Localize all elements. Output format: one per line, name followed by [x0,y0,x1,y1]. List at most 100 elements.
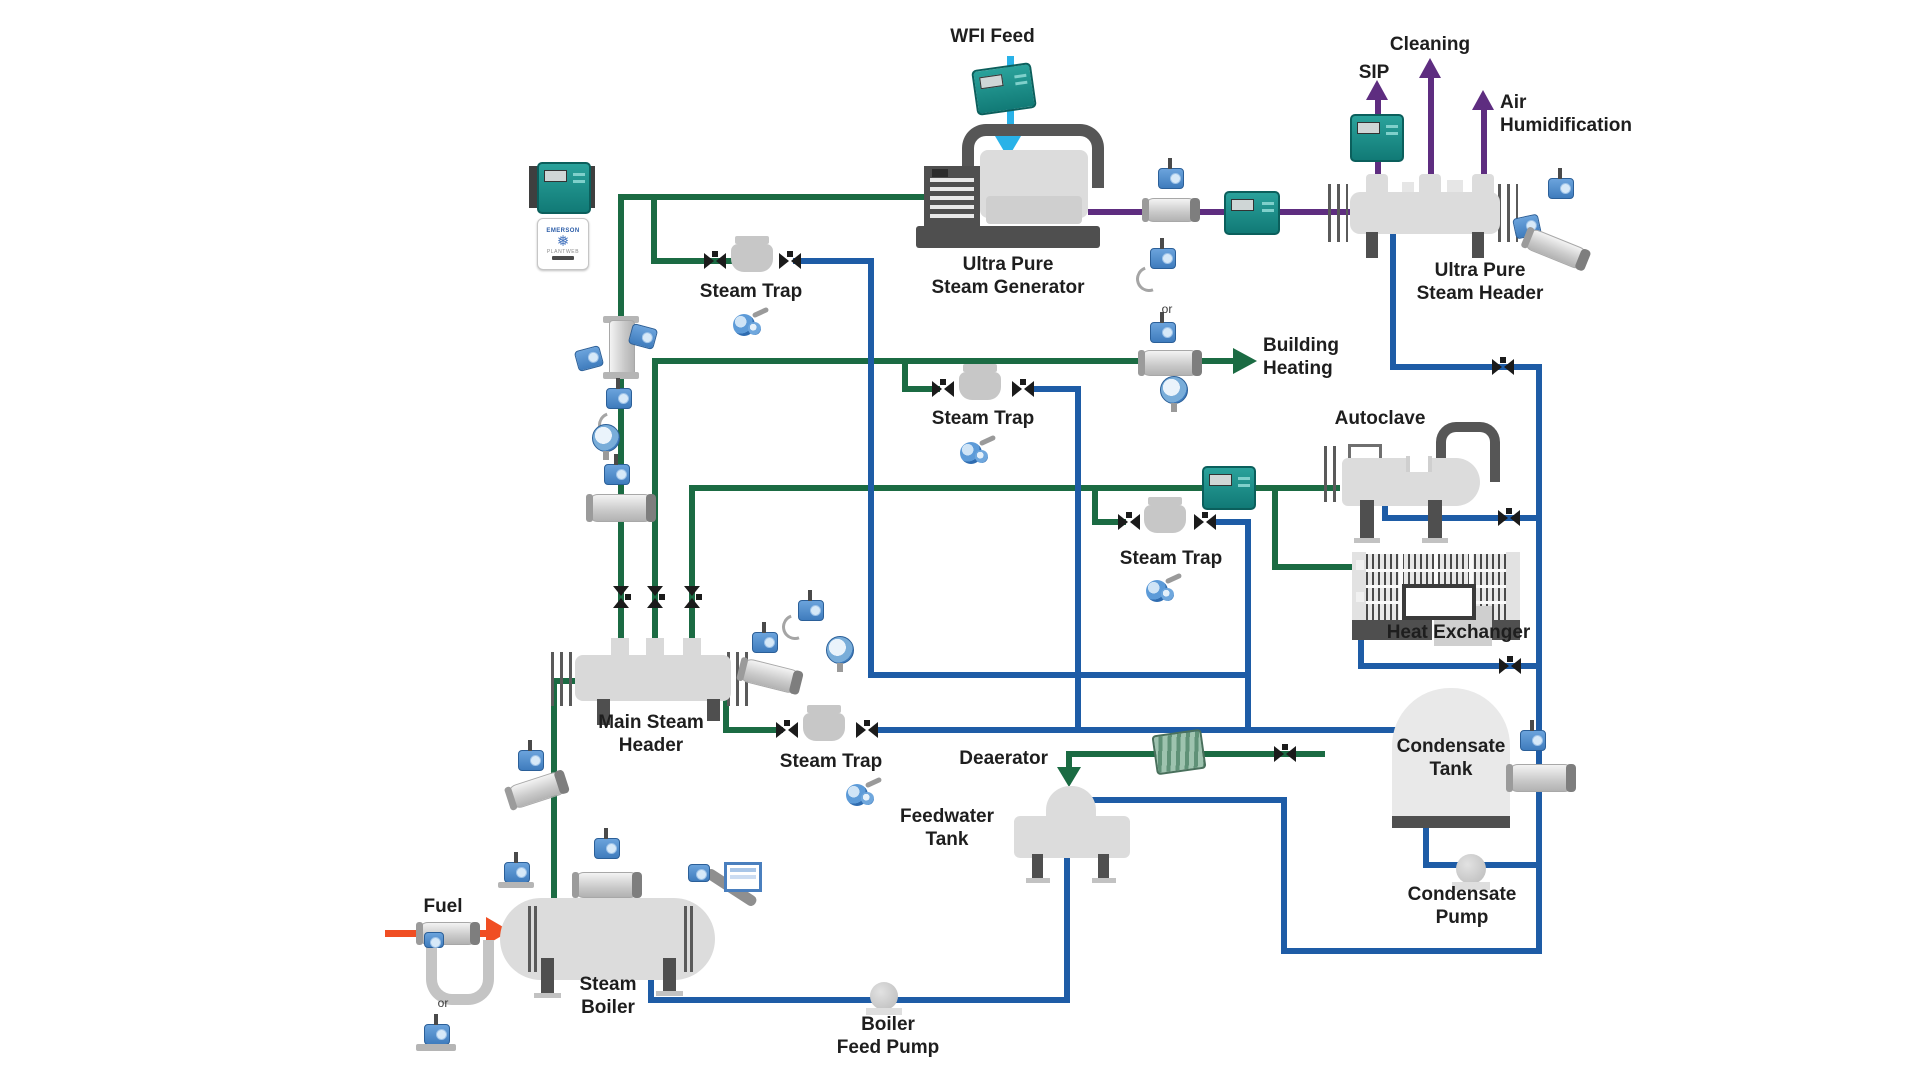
mainheader-nozzle [683,638,701,658]
level-transmitter-icon [424,1014,450,1045]
condensate-main-right-riser [1536,364,1542,954]
feedwater-foot [1092,878,1116,883]
steam-trap-label: Steam Trap [1119,548,1223,569]
transmitter-icon [573,344,605,373]
hx-port [1356,560,1364,570]
building-heating-flow-meter-pipe [1138,350,1202,376]
valve-icon [1498,508,1520,526]
boiler-leg [663,958,676,994]
boiler-body [500,898,715,980]
condensate-pipe-to-feedwater [1088,797,1285,803]
steam-trap-icon [1142,497,1188,539]
condensate-pipe-collect [876,727,1398,733]
steam-branch-hx [1272,485,1278,570]
steam-pipe-autoclave-feed [689,485,1340,491]
flow-transmitter-icon [594,828,620,859]
upheader-body [1350,192,1500,234]
transmitter-base [416,1044,456,1051]
ultrapure-pipe-sip-upper [1375,98,1381,120]
feedwater-foot [1026,878,1050,883]
hx-post-right [1506,552,1520,626]
steam-pipe-hx-feed [1272,564,1364,570]
or-label: or [1161,302,1173,316]
transmitter-controller-icon [1224,191,1280,235]
wireless-transmitter-icon [752,622,778,653]
deaerator-label: Deaerator [959,748,1048,769]
sip-arrow [1366,80,1388,100]
mainheader-body [575,655,731,701]
wireless-acoustic-monitor-icon [733,308,769,338]
upheader-leg [1366,232,1378,258]
wireless-acoustic-monitor-icon [846,778,882,808]
flow-meter-pipe [505,769,569,811]
ultra-pure-steam-header-label: Ultra Pure Steam Header [1416,260,1544,304]
probe-transmitter-icon [688,864,710,882]
condensate-pipe-autoclave-out [1382,515,1538,521]
air-humidification-label: Air Humidification [1500,92,1632,136]
mainheader-leg [707,699,720,721]
steam-trap-label: Steam Trap [779,751,883,772]
valve-icon [1194,512,1216,530]
boiler-seam [534,906,537,972]
steam-branch-trap4 [723,695,729,731]
wireless-acoustic-monitor-icon [960,436,996,466]
upheader-hatch-left [1328,184,1348,242]
feedwater-pipe-outlet [1064,851,1070,1003]
generator-base [916,226,1100,248]
feedwater-pipe-to-boiler [648,997,1070,1003]
wireless-transmitter-icon [798,590,824,621]
condensate-pipe-upheader-across [1390,364,1542,370]
coriolis-meter-icon [426,940,494,1005]
ultrapure-pipe-generator-out [1088,209,1355,215]
air-humidification-arrow [1472,90,1494,110]
condensate-riser-trap2 [1075,386,1081,733]
autoclave-hatch [1324,446,1342,502]
flange-bar [603,316,639,323]
condensate-riser-trap1 [868,258,874,678]
upheader-stub-2 [1447,180,1463,193]
condensate-tank-base [1392,816,1510,828]
round-transmitter-icon [826,636,854,672]
building-heating-label: Building Heating [1263,335,1339,379]
boiler-foot [534,993,561,998]
round-transmitter-icon [592,424,620,460]
cleaning-label: Cleaning [1389,34,1471,55]
condensate-pipe-upheader-drop [1390,230,1396,370]
feedwater-tank-body [1014,816,1130,858]
cleaning-arrow [1419,58,1441,78]
autoclave-handle-pipe [1436,422,1500,482]
emerson-brand-text: EMERSON [546,227,580,234]
steam-pipe-trap1-feed [651,258,733,264]
steam-trap-icon [801,705,847,747]
main-steam-header-label: Main Steam Header [598,712,704,756]
mainheader-nozzle [646,638,664,658]
building-heating-arrow [1233,348,1257,374]
steam-riser-1 [618,194,624,645]
fuel-label: Fuel [423,896,463,917]
feedwater-leg [1032,854,1043,880]
wireless-transmitter-icon [606,378,632,409]
generator-panel [932,169,948,177]
hx-display [1402,584,1476,620]
boiler-feed-pump-label: Boiler Feed Pump [836,1014,940,1058]
hx-post-left [1352,552,1366,626]
valve-icon [932,379,954,397]
valve-icon [779,251,801,269]
autoclave-controller-icon [1202,466,1256,510]
snowflake-logo: ❅ [556,232,570,250]
feedwater-pipe-boiler-in [648,974,654,1001]
wireless-transmitter-icon [518,740,544,771]
condensate-tank [1392,688,1510,824]
plantweb-text: PLANTWEB [546,249,580,256]
feedwater-leg [1098,854,1109,880]
steam-boiler-label: Steam Boiler [579,974,637,1018]
condensate-tank-label: Condensate Tank [1396,736,1506,780]
flow-transmitter-icon [1158,158,1184,189]
condensate-pump-label: Condensate Pump [1407,884,1517,928]
steam-pipe-trap2-feed [902,386,940,392]
wfi-feed-label: WFI Feed [950,26,1035,47]
heat-exchanger-label: Heat Exchanger [1386,622,1531,643]
steam-trap-icon [729,236,775,278]
steam-trap-label: Steam Trap [931,408,1035,429]
condensate-flow-meter-pipe [1506,764,1576,792]
